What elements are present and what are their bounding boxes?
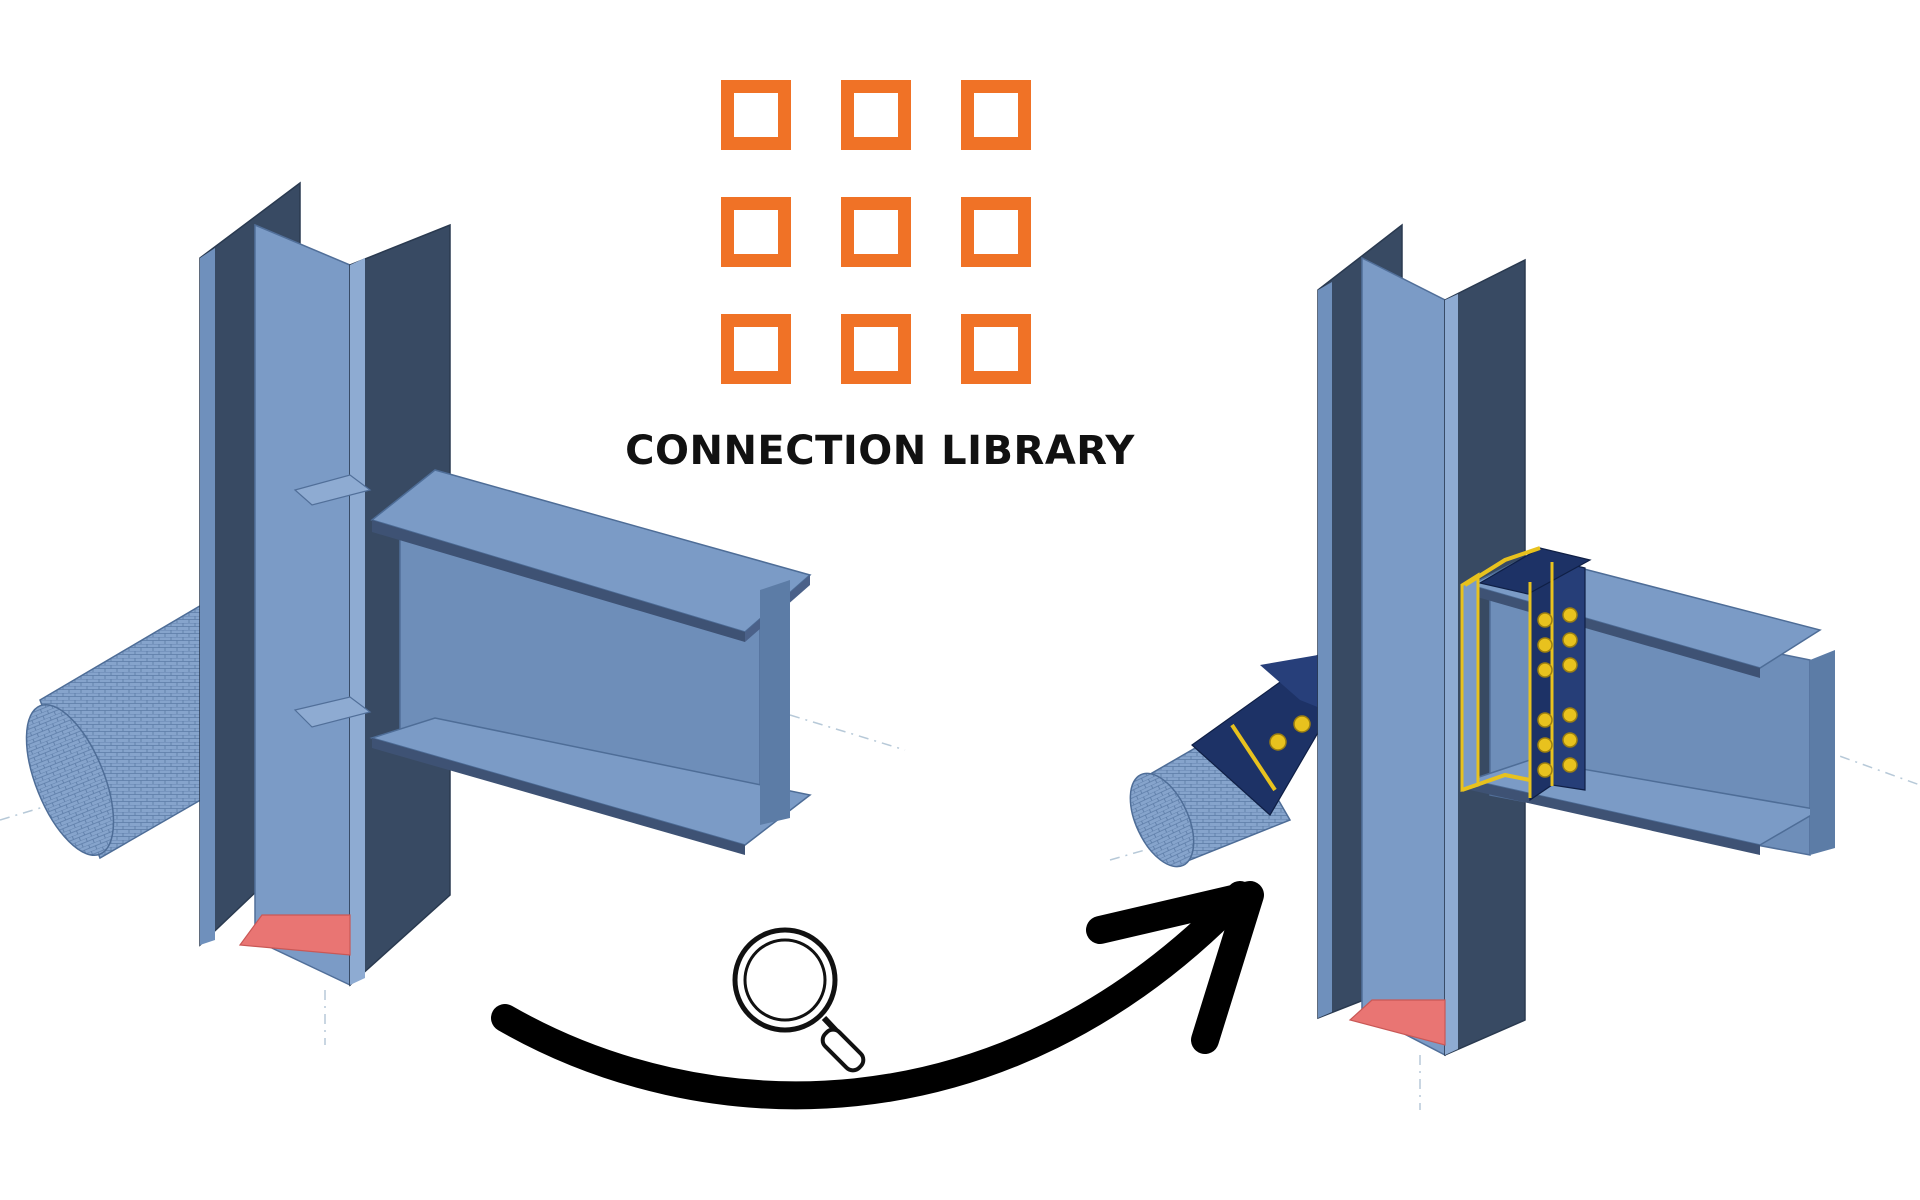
library-tile — [721, 80, 791, 150]
connected-joint — [1129, 223, 1835, 1057]
library-tile — [841, 80, 911, 150]
column-right — [1317, 223, 1526, 1057]
connection-library-grid-icon — [721, 80, 1031, 386]
library-tile — [841, 197, 911, 267]
library-tile — [721, 314, 791, 384]
library-tile — [721, 197, 791, 267]
bolt-group — [1537, 607, 1578, 778]
curved-arrow-icon — [491, 881, 1264, 1110]
ibeam-left — [369, 469, 812, 855]
connection-library-title: CONNECTION LIBRARY — [625, 428, 1135, 474]
unconnected-joint — [25, 181, 812, 987]
library-tile — [841, 314, 911, 384]
column-left — [199, 181, 451, 987]
library-tile — [961, 80, 1031, 150]
library-tile — [961, 314, 1031, 384]
tube-member-right — [1129, 653, 1331, 868]
library-tile — [961, 197, 1031, 267]
magnifier-icon — [732, 927, 866, 1073]
